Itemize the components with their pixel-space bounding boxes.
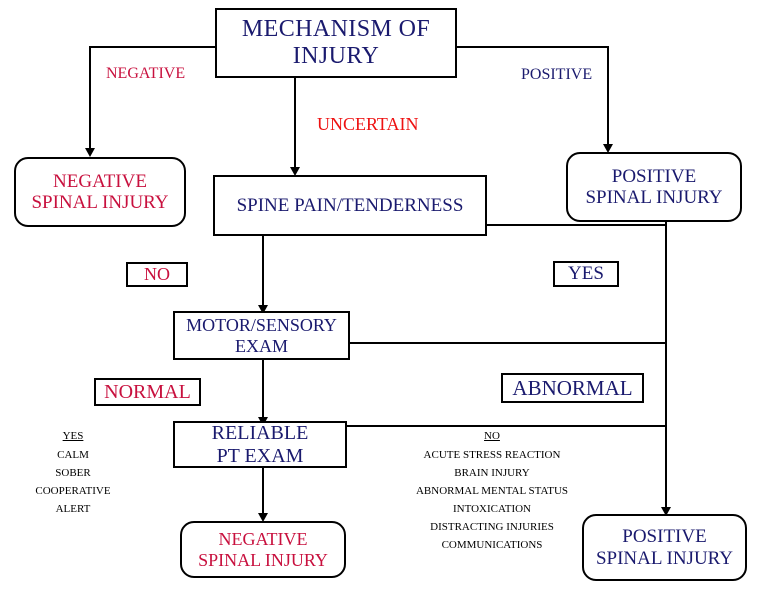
decision-label-no: NO [126,262,188,287]
arrowhead-to-negative-spinal-injury-top [85,148,95,157]
node-motor-sensory-line2: EXAM [235,335,288,356]
edge-spine-pain-yes-to-trunk [487,224,666,226]
node-mechanism-of-injury[interactable]: MECHANISM OF INJURY [215,8,457,78]
criteria-unreliable-item-5: COMMUNICATIONS [441,539,543,551]
node-reliable-pt-exam-line2: PT EXAM [216,444,304,467]
criteria-reliable-item-3: ALERT [55,503,91,515]
node-positive-top-line2: SPINAL INJURY [585,187,723,208]
edge-mechanism-to-negative-vertical [89,46,91,150]
criteria-unreliable-item-0: ACUTE STRESS REACTION [423,449,561,461]
node-reliable-pt-exam-line1: RELIABLE [211,422,309,445]
edge-spine-pain-to-motor-sensory [262,236,264,308]
node-spine-pain-tenderness[interactable]: SPINE PAIN/TENDERNESS [213,175,487,236]
criteria-unreliable-item-1: BRAIN INJURY [454,467,530,479]
criteria-reliable-header: YES [62,430,84,442]
edge-mechanism-to-positive-horizontal [456,46,609,48]
node-positive-spinal-injury-top[interactable]: POSITIVE SPINAL INJURY [566,152,742,222]
node-spine-pain-line1: SPINE PAIN/TENDERNESS [236,194,464,216]
arrowhead-to-positive-spinal-injury-bottom [661,507,671,516]
node-negative-spinal-injury-top[interactable]: NEGATIVE SPINAL INJURY [14,157,186,227]
edge-mechanism-to-positive-vertical [607,46,609,146]
node-reliable-pt-exam[interactable]: RELIABLE PT EXAM [173,421,347,468]
criteria-unreliable-header: NO [484,430,500,442]
edge-label-positive: POSITIVE [521,66,593,83]
node-positive-top-line1: POSITIVE [611,165,697,187]
node-mechanism-line1: MECHANISM OF [241,16,431,43]
arrowhead-to-spine-pain [290,167,300,176]
decision-label-abnormal: ABNORMAL [501,373,644,403]
criteria-reliable-item-0: CALM [57,449,89,461]
decision-label-abnormal-text: ABNORMAL [512,375,633,400]
edge-label-uncertain: UNCERTAIN [317,114,419,134]
decision-label-yes: YES [553,261,619,287]
edge-mechanism-to-spine-pain [294,78,296,170]
node-positive-spinal-injury-bottom[interactable]: POSITIVE SPINAL INJURY [582,514,747,581]
node-negative-spinal-injury-bottom[interactable]: NEGATIVE SPINAL INJURY [180,521,346,578]
node-positive-bottom-line2: SPINAL INJURY [595,547,734,569]
criteria-unreliable-item-2: ABNORMAL MENTAL STATUS [415,485,569,497]
criteria-reliable-item-1: SOBER [55,467,91,479]
criteria-unreliable-item-4: DISTRACTING INJURIES [430,521,554,533]
edge-label-negative: NEGATIVE [106,65,186,82]
node-mechanism-line2: INJURY [292,43,380,69]
criteria-list-reliable: YES CALM SOBER COOPERATIVE ALERT [8,430,138,521]
node-negative-bottom-line2: SPINAL INJURY [198,549,328,570]
arrowhead-to-positive-spinal-injury-top [603,144,613,153]
criteria-list-unreliable: NO ACUTE STRESS REACTION BRAIN INJURY AB… [396,430,588,557]
edge-reliable-pt-exam-no-to-trunk [347,425,666,427]
node-negative-top-line1: NEGATIVE [53,170,147,192]
node-positive-bottom-line1: POSITIVE [622,526,707,548]
edge-reliable-pt-exam-to-negative-bottom [262,467,264,516]
edge-motor-sensory-abnormal-to-trunk [350,342,666,344]
criteria-reliable-item-2: COOPERATIVE [35,485,111,497]
node-motor-sensory-exam[interactable]: MOTOR/SENSORY EXAM [173,311,350,360]
edge-mechanism-to-negative-horizontal [89,46,216,48]
edge-motor-sensory-to-reliable-pt-exam [262,360,264,420]
decision-label-normal: NORMAL [94,378,201,406]
node-negative-top-line2: SPINAL INJURY [31,192,169,213]
arrowhead-to-negative-spinal-injury-bottom [258,513,268,522]
decision-label-normal-text: NORMAL [104,380,191,403]
criteria-unreliable-item-3: INTOXICATION [452,503,531,515]
decision-label-yes-text: YES [568,263,604,284]
node-motor-sensory-line1: MOTOR/SENSORY [186,315,337,336]
node-negative-bottom-line1: NEGATIVE [218,529,308,550]
decision-label-no-text: NO [144,264,170,284]
edge-right-trunk-vertical [665,222,667,510]
arrowhead-to-motor-sensory [258,305,268,314]
